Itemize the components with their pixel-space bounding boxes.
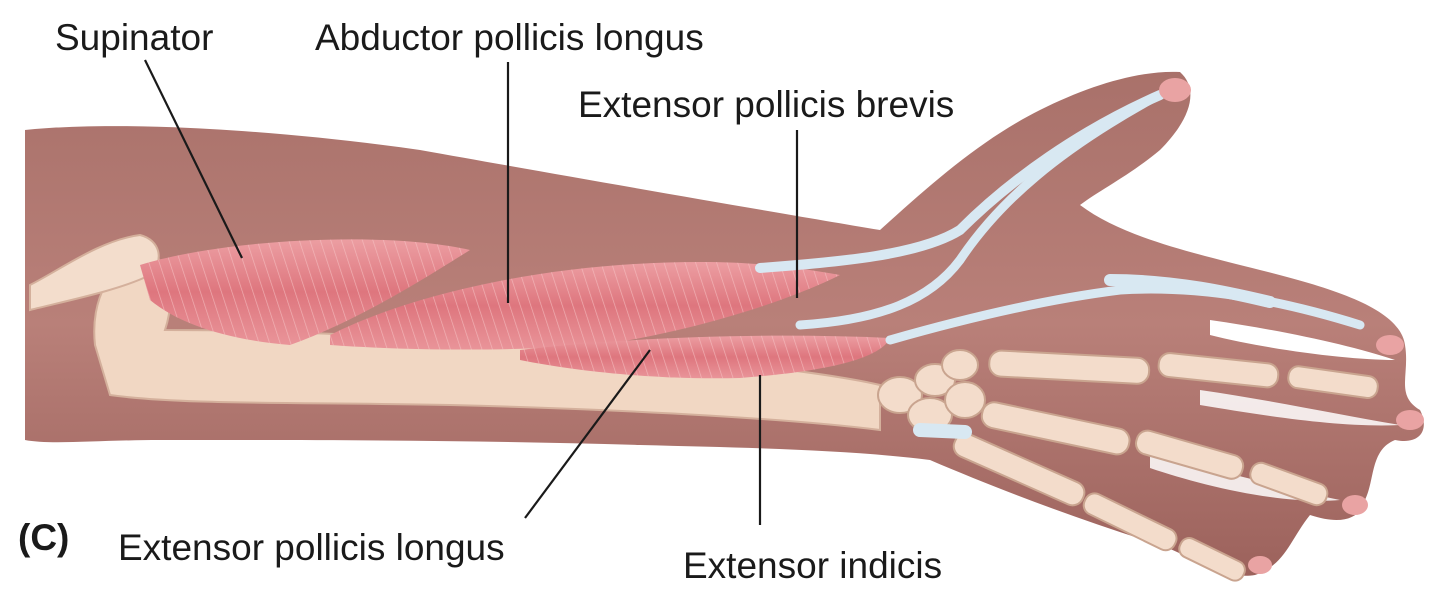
label-extensor-pollicis-brevis: Extensor pollicis brevis (578, 84, 954, 125)
panel-label: (C) (18, 517, 69, 558)
tendons (755, 90, 1365, 439)
label-extensor-indicis: Extensor indicis (683, 545, 942, 586)
leader-extensor-pollicis-longus (524, 349, 651, 519)
muscles (140, 239, 890, 379)
fingernails (1159, 78, 1424, 574)
label-supinator: Supinator (55, 17, 213, 58)
label-extensor-pollicis-longus: Extensor pollicis longus (118, 527, 505, 568)
leader-lines (144, 59, 799, 525)
leader-supinator (144, 59, 243, 259)
label-abductor-pollicis-longus: Abductor pollicis longus (315, 17, 704, 58)
